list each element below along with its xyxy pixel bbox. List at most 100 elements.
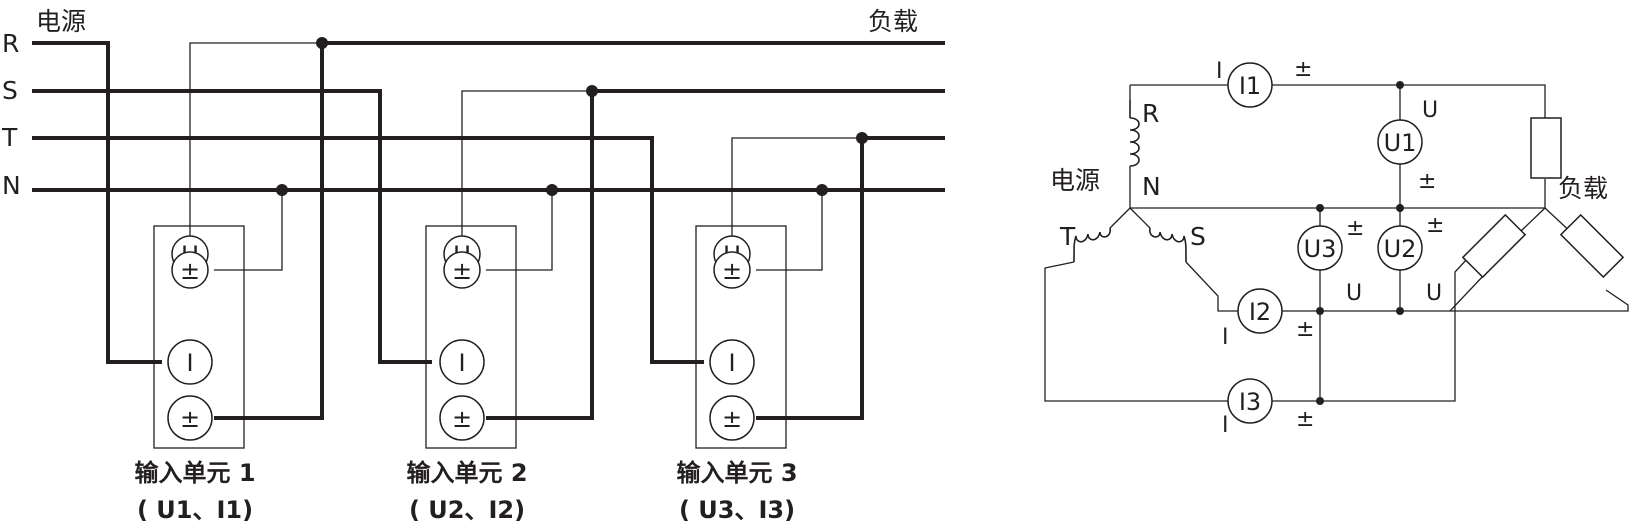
current-terminal-pm (167, 395, 213, 441)
voltage-terminal-pm (443, 251, 481, 289)
i2-i-mark: I (1222, 325, 1229, 350)
terminal-label: ± (180, 257, 200, 285)
unit-1-voltage-lead (189, 42, 322, 236)
line-r-source (32, 41, 162, 364)
input-unit-1-title: 输入单元 1 (134, 459, 255, 487)
coil-s-icon (1149, 227, 1187, 263)
junction-dot (1316, 307, 1324, 315)
right-source-label: 电源 (1050, 166, 1100, 195)
terminal-label: ± (722, 405, 742, 433)
meter-label: U3 (1304, 235, 1337, 263)
right-load-label: 负载 (1558, 174, 1608, 203)
i1-i-mark: I (1216, 59, 1223, 84)
meter-label: I2 (1249, 298, 1271, 326)
unit-2-current-return (486, 91, 594, 420)
three-phase-four-wire-wiring: 电源 负载 R S T N U ± I ± (1, 7, 945, 524)
unit-1-current-return (214, 43, 324, 420)
line-label-r: R (2, 29, 19, 58)
i3-pm-mark: ± (1296, 407, 1314, 432)
ammeter-i1: I1 (1227, 62, 1273, 108)
unit-2-voltage-lead (461, 90, 592, 236)
voltage-terminal-pm (171, 251, 209, 289)
voltage-terminal-pm (713, 251, 751, 289)
i2-pm-mark: ± (1296, 317, 1314, 342)
junction-dot (856, 132, 868, 144)
junction-dot (1396, 81, 1404, 89)
junction-dot (1396, 307, 1404, 315)
u1-u-mark: U (1422, 98, 1438, 123)
u1-pm-mark: ± (1418, 169, 1436, 194)
input-unit-3-box (695, 225, 787, 449)
junction-dot (1316, 397, 1324, 405)
coil-t-label: T (1059, 222, 1076, 251)
line-t-source (32, 136, 704, 364)
three-phase-schematic: I1 I2 I3 U1 U2 U3 电源 负载 R N T S I ± U (1044, 57, 1629, 438)
unit-3-voltage-lead (731, 137, 862, 236)
line-s-source (32, 89, 432, 364)
meter-label: U2 (1384, 235, 1417, 263)
meter-label: U1 (1384, 129, 1417, 157)
current-terminal-pm (439, 395, 485, 441)
meter-label: I1 (1239, 72, 1261, 100)
neutral-label: N (1142, 172, 1161, 201)
current-terminal-i (167, 339, 213, 385)
load-resistor-r (1530, 117, 1562, 179)
left-load-label: 负载 (868, 7, 918, 36)
u2-u3-branch (1319, 208, 1401, 401)
terminal-label: ± (722, 257, 742, 285)
line-label-t: T (1, 123, 18, 152)
coil-r-icon (1129, 100, 1140, 167)
input-unit-2-box (425, 225, 517, 449)
meter-label: I3 (1239, 388, 1261, 416)
input-unit-3-title: 输入单元 3 (676, 459, 797, 487)
junction-dot (1316, 204, 1324, 212)
input-unit-2-title: 输入单元 2 (406, 459, 527, 487)
terminal-label: I (458, 349, 465, 377)
terminal-label: ± (452, 257, 472, 285)
t-phase-wire (1044, 207, 1469, 402)
neutral-wire (1129, 166, 1546, 209)
load-resistor-t (1559, 213, 1625, 279)
junction-dot (276, 184, 288, 196)
junction-dot (546, 184, 558, 196)
junction-dot (316, 37, 328, 49)
line-label-n: N (2, 171, 21, 200)
voltmeter-u1: U1 (1377, 119, 1423, 165)
current-terminal-pm (709, 395, 755, 441)
i1-pm-mark: ± (1294, 57, 1312, 82)
u2-pm-mark: ± (1426, 213, 1444, 238)
u2-u-mark: U (1426, 281, 1442, 306)
unit-3-voltage-pm-lead (756, 190, 823, 271)
terminal-label: I (186, 349, 193, 377)
u3-u-mark: U (1346, 281, 1362, 306)
junction-dot (586, 85, 598, 97)
unit-3-current-return (756, 138, 864, 420)
load-resistor-s (1461, 213, 1527, 279)
line-label-s: S (2, 76, 18, 105)
i3-i-mark: I (1222, 413, 1229, 438)
u3-pm-mark: ± (1346, 216, 1364, 241)
terminal-label: ± (180, 405, 200, 433)
input-unit-2-subtitle: ( U2、I2) (409, 496, 525, 524)
voltmeter-u3: U3 (1297, 225, 1343, 271)
ammeter-i3: I3 (1227, 378, 1273, 424)
current-terminal-i (439, 339, 485, 385)
junction-dot (1396, 204, 1404, 212)
input-unit-3: U ± I ± 输入单元 3 ( U3、I3) (676, 132, 868, 524)
input-unit-2: U ± I ± 输入单元 2 ( U2、I2) (406, 85, 598, 524)
terminal-label: I (728, 349, 735, 377)
coil-r-label: R (1142, 99, 1159, 128)
current-terminal-i (709, 339, 755, 385)
voltmeter-u2: U2 (1377, 225, 1423, 271)
input-unit-3-subtitle: ( U3、I3) (679, 496, 795, 524)
coil-t-icon (1073, 227, 1111, 263)
terminal-label: ± (452, 405, 472, 433)
unit-2-voltage-pm-lead (486, 190, 553, 271)
unit-1-voltage-pm-lead (214, 190, 283, 271)
junction-dot (816, 184, 828, 196)
ammeter-i2: I2 (1237, 288, 1283, 334)
top-wire (1129, 84, 1546, 118)
input-unit-1: U ± I ± 输入单元 1 ( U1、I1) (134, 37, 328, 524)
coil-s-label: S (1190, 222, 1206, 251)
